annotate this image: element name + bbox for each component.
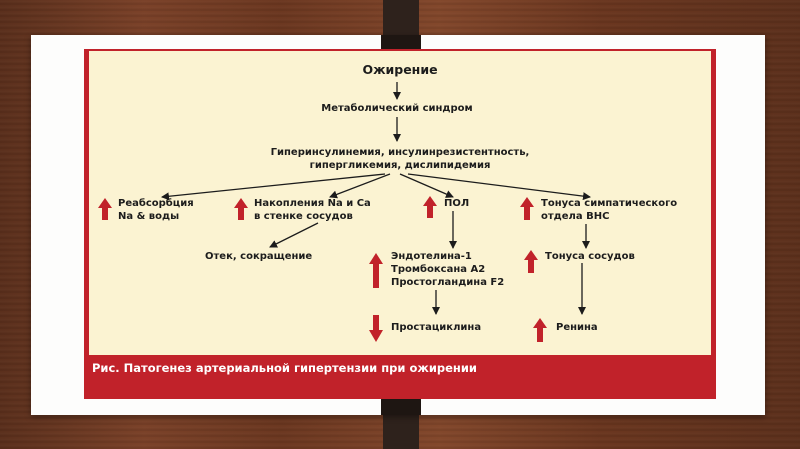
up-arrow-icon [369,253,383,288]
up-arrow-icon [423,196,437,218]
node-obesity: Ожирение [362,62,438,77]
bottom-clip [381,399,421,415]
up-arrow-icon [520,197,534,220]
arrow-hyper-reabs [161,173,386,201]
node-accumulation-line1: Накопления Na и Ca [254,198,371,209]
arrow-accum-edema [269,222,319,248]
up-arrow-icon [234,198,248,220]
node-vascular-tone: Тонуса сосудов [545,251,635,262]
node-prostaglandin: Простогландина F2 [391,277,505,288]
node-accumulation-line2: в стенке сосудов [254,211,353,222]
up-arrow-icon [98,198,112,220]
node-hyper-line1: Гиперинсулинемия, инсулинрезистентность, [270,147,530,158]
diagram-panel [89,51,711,355]
node-sympathetic-line2: отдела ВНС [541,211,610,222]
up-arrow-icon [524,250,538,273]
up-arrow-icon [533,318,547,342]
node-reabsorption-line1: Реабсорбция [118,198,194,209]
top-clip [381,35,421,51]
node-reabsorption-line2: Na & воды [118,211,180,222]
node-prostacyclin: Простациклина [391,322,482,333]
node-renin: Ренина [556,322,598,333]
node-metabolic-syndrome: Метаболический синдром [321,103,473,114]
node-hyper-line2: гипергликемия, дислипидемия [309,160,491,171]
node-endothelin: Эндотелина-1 [391,251,472,262]
down-arrow-icon [369,315,383,342]
arrow-hyper-accum [329,173,391,199]
node-thromboxane: Тромбоксана А2 [391,264,486,275]
node-edema: Отек, сокращение [205,251,313,262]
figure-caption: Рис. Патогенез артериальной гипертензии … [92,361,477,375]
arrow-hyper-pol [399,173,454,198]
node-sympathetic-line1: Тонуса симпатического [541,198,678,209]
node-pol: ПОЛ [444,198,470,209]
arrow-hyper-symp [407,173,591,201]
